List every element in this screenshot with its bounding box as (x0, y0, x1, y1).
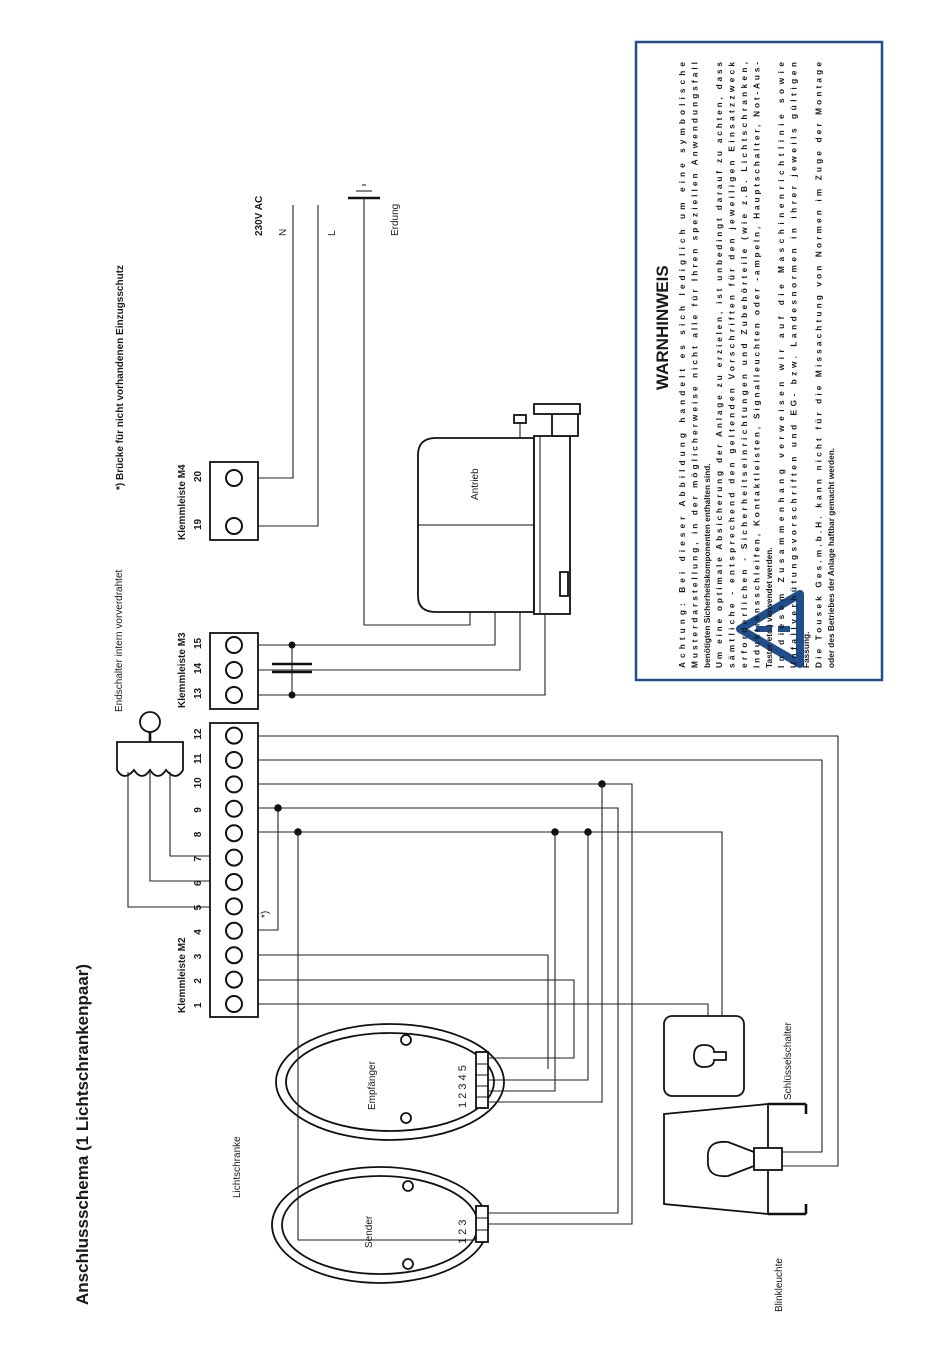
warning-line: oder des Betriebes der Anlage haftbar ge… (826, 448, 836, 668)
warning-line: erforderlichen - Sicherheitseinrichtunge… (739, 62, 749, 668)
warning-line: Unfallverhütungsvorschriften und EG- bzw… (789, 62, 799, 668)
m2-number-2: 2 (193, 978, 204, 984)
m3-number-13: 13 (193, 687, 204, 699)
warning-title: WARNHINWEIS (653, 265, 672, 390)
m2-terminal-block (209, 722, 259, 1018)
m2-terminal-9 (225, 799, 243, 818)
m4-number-19: 19 (193, 518, 204, 530)
empfaenger-label: Empfänger (367, 1060, 378, 1110)
m2-number-9: 9 (193, 807, 204, 813)
m2-terminal-2 (225, 970, 243, 989)
m4-terminals (225, 469, 243, 535)
m2-number-10: 10 (193, 777, 204, 789)
m2-number-8: 8 (193, 831, 204, 837)
m2-terminal-4 (225, 921, 243, 940)
voltage-label: 230V AC (254, 196, 265, 236)
bridge-marker: *) (260, 911, 271, 918)
erdung-label: Erdung (390, 204, 401, 236)
warning-line: Die Tousek Ges.m.b.H. kann nicht für die… (813, 62, 823, 668)
warning-line: Um eine optimale Absicherung der Anlage … (714, 62, 724, 668)
m2-number-1: 1 (193, 1002, 204, 1008)
m4-terminal-19 (225, 517, 243, 535)
blinkleuchte-label: Blinkleuchte (774, 1258, 785, 1312)
m2-number-11: 11 (193, 753, 204, 764)
sender-pins: 1 2 3 (457, 1220, 469, 1244)
schluesselschalter-label: Schlüsselschalter (783, 1022, 794, 1100)
m2-terminal-11 (225, 751, 243, 769)
schluesselschalter-device (663, 1015, 745, 1097)
m2-label: Klemmleiste M2 (177, 937, 188, 1013)
m2-number-3: 3 (193, 953, 204, 959)
m3-number-14: 14 (193, 662, 204, 674)
lichtschranke-label: Lichtschranke (232, 1136, 243, 1198)
m2-terminal-7 (225, 848, 243, 867)
m4-number-20: 20 (193, 470, 204, 482)
m3-terminal-13 (225, 686, 243, 704)
warning-box (634, 40, 884, 682)
m2-number-12: 12 (193, 728, 204, 740)
m2-number-6: 6 (193, 880, 204, 886)
m4-label: Klemmleiste M4 (177, 464, 188, 540)
warning-line: benötigten Sicherheitskomponenten enthal… (702, 463, 712, 668)
warning-triangle-icon (736, 590, 804, 668)
m2-terminal-12 (225, 726, 243, 745)
endschalter-note: Endschalter intern vorverdrahtet (114, 569, 125, 712)
m2-terminal-10 (225, 775, 243, 794)
m2-number-4: 4 (193, 929, 204, 935)
sender-label: Sender (364, 1215, 375, 1248)
m2-terminals (225, 726, 243, 1013)
antrieb-label: Antrieb (470, 468, 481, 500)
m3-terminals (225, 636, 243, 704)
m3-label: Klemmleiste M3 (177, 632, 188, 708)
warning-line: Musterdarstellung, in der möglicherweise… (689, 62, 699, 668)
m2-number-5: 5 (193, 904, 204, 910)
earth-symbol (348, 184, 471, 626)
blinkleuchte-device (663, 1102, 808, 1216)
m2-terminal-3 (225, 946, 243, 965)
empfaenger-device (275, 1023, 505, 1141)
warning-line: Fassung. (801, 632, 811, 668)
m2-terminal-5 (225, 897, 243, 916)
antrieb-motor (417, 403, 581, 615)
m2-number-7: 7 (193, 856, 204, 862)
m2-terminal-1 (225, 995, 243, 1013)
neutral-label: N (278, 229, 289, 236)
warning-line: Taster etc.) verwendet werden. (764, 547, 774, 668)
line-label: L (327, 230, 338, 236)
empfaenger-pins: 1 2 3 4 5 (457, 1065, 469, 1108)
warning-line: Induktionsschleifen, Kontaktleisten, Sig… (751, 62, 761, 668)
m3-terminal-15 (225, 636, 243, 654)
warning-line: In diesem Zusammenhang verweisen wir auf… (776, 62, 786, 668)
m2-terminal-8 (225, 824, 243, 843)
m3-terminal-14 (225, 661, 243, 679)
page-title: Anschlussschema (1 Lichtschrankenpaar) (73, 964, 92, 1305)
bruecke-note: *) Brücke für nicht vorhandenen Einzugss… (115, 265, 126, 490)
m2-terminal-6 (225, 873, 243, 891)
sender-device (271, 1166, 489, 1284)
m4-terminal-20 (225, 469, 243, 487)
endschalter (116, 711, 184, 777)
warning-line: Achtung: Bei dieser Abbildung handelt es… (677, 62, 687, 668)
m3-number-15: 15 (193, 637, 204, 649)
m3-terminal-numbers: 13 14 15 (193, 637, 204, 699)
